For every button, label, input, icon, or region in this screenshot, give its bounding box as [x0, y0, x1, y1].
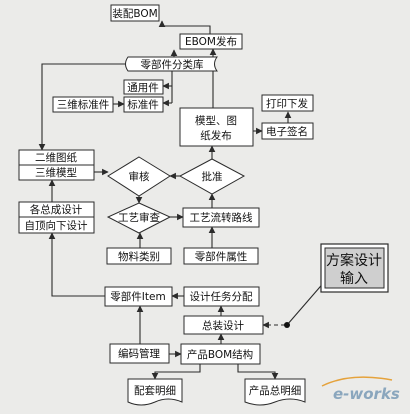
- node-model-drawing-release-label-2: 纸发布: [200, 129, 232, 142]
- node-topdown-design-label: 自顶向下设计: [25, 219, 88, 232]
- node-scheme-input-label-1: 方案设计: [326, 252, 382, 269]
- node-approve: [178, 158, 246, 195]
- node-assembly-design-label: 各总成设计: [30, 203, 83, 216]
- node-product-detail: [244, 378, 306, 406]
- node-common-parts: [123, 79, 164, 95]
- node-2d-drawing-label: 二维图纸: [35, 151, 77, 164]
- node-3d-standard-label: 三维标准件: [57, 98, 110, 111]
- node-parts-library: [125, 56, 218, 72]
- edge-library-left: [38, 63, 126, 151]
- node-model-drawing-release-label-1: 模型、图: [195, 114, 237, 127]
- node-review: [107, 156, 171, 197]
- node-task-allocation: [183, 286, 260, 307]
- scheme-link-dot: [284, 322, 290, 328]
- node-topdown-design: [18, 216, 95, 234]
- node-standard-parts-label: 标准件: [127, 99, 159, 111]
- node-general-design-label: 总装设计: [202, 319, 244, 332]
- edge-item-to-design: [48, 232, 105, 297]
- edge-scheme-link: [286, 279, 327, 326]
- node-material-category: [106, 247, 172, 265]
- node-kit-detail: [127, 378, 183, 406]
- node-product-bom: [180, 343, 261, 365]
- node-general-design: [183, 315, 264, 335]
- edge-bom-to-kit: [151, 364, 201, 380]
- node-process-review-label: 工艺审查: [118, 211, 160, 224]
- node-model-drawing-release: [179, 107, 254, 147]
- node-scheme-input-label-2: 输入: [340, 271, 368, 287]
- node-print-release: [261, 94, 314, 112]
- node-ebom-release: [179, 33, 243, 50]
- node-ebom-release-label: EBOM发布: [185, 35, 237, 48]
- node-review-label: 审核: [129, 170, 150, 183]
- edge-ebom-to-assembly-bom: [158, 20, 211, 34]
- node-part-attributes-label: 零部件属性: [195, 250, 248, 263]
- nodes: 装配BOM EBOM发布 零部件分类库 通用件 三维标准件 标准件 打印下发 模…: [18, 4, 389, 406]
- node-standard-parts: [123, 96, 164, 113]
- watermark-text: e-works: [333, 385, 400, 403]
- node-3d-model: [18, 164, 95, 181]
- node-3d-standard: [52, 96, 114, 113]
- node-part-attributes: [183, 247, 259, 265]
- node-process-review: [106, 202, 172, 234]
- watermark-logo: e-works: [321, 376, 400, 403]
- node-product-detail-label: 产品总明细: [249, 384, 302, 397]
- node-part-item: [104, 286, 173, 307]
- node-process-routing: [182, 207, 260, 228]
- node-coding-mgmt: [109, 343, 170, 364]
- node-assembly-bom: [110, 4, 160, 22]
- node-material-category-label: 物料类别: [118, 250, 160, 263]
- node-common-parts-label: 通用件: [127, 82, 159, 94]
- node-e-signature-label: 电子签名: [266, 125, 308, 138]
- edges: [38, 20, 327, 380]
- node-coding-mgmt-label: 编码管理: [118, 347, 160, 360]
- node-e-signature: [261, 122, 314, 140]
- node-3d-model-label: 三维模型: [35, 166, 77, 179]
- node-task-allocation-label: 设计任务分配: [190, 290, 253, 303]
- node-process-routing-label: 工艺流转路线: [190, 211, 253, 224]
- node-scheme-input: [324, 247, 385, 289]
- node-part-item-label: 零部件Item: [110, 290, 165, 303]
- node-kit-detail-label: 配套明细: [134, 384, 176, 397]
- node-assembly-bom-label: 装配BOM: [112, 7, 157, 20]
- edge-bom-to-detail: [237, 364, 279, 380]
- node-parts-library-label: 零部件分类库: [141, 58, 204, 71]
- node-print-release-label: 打印下发: [266, 97, 308, 110]
- watermark-swoosh: [321, 376, 393, 387]
- node-product-bom-label: 产品BOM结构: [187, 348, 253, 361]
- node-approve-label: 批准: [202, 170, 223, 183]
